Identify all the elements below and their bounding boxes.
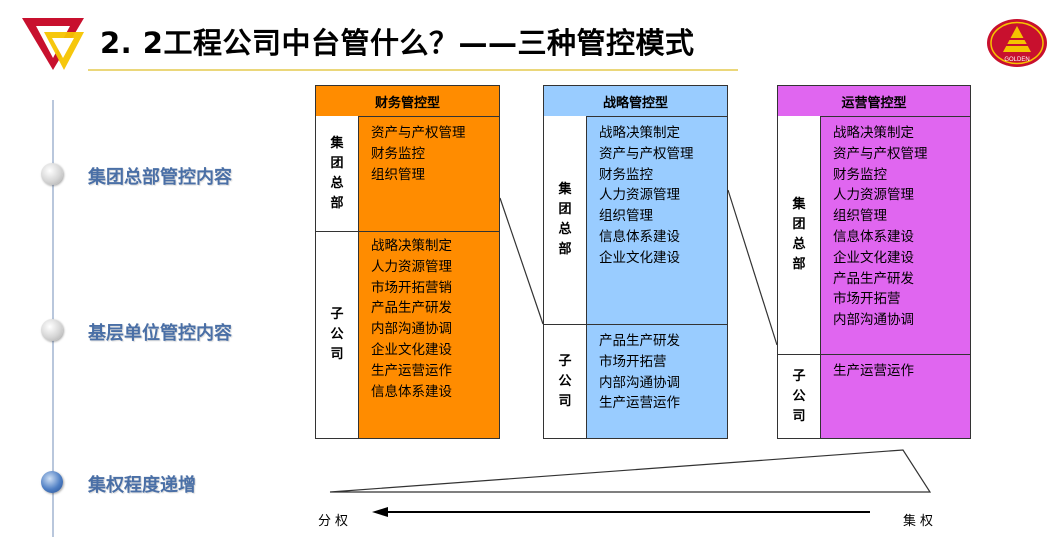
panel-title: 运营管控型 xyxy=(778,86,970,117)
axis-label-centralized: 集权 xyxy=(903,514,938,529)
panel-title: 战略管控型 xyxy=(544,86,727,117)
hq-items: 战略决策制定 资产与产权管理 财务监控 人力资源管理 组织管理 信息体系建设 企… xyxy=(599,123,694,269)
list-item: 企业文化建设 xyxy=(833,249,914,266)
timeline-label-centralization: 集权程度递增 xyxy=(88,475,196,496)
list-item: 产品生产研发 xyxy=(599,333,680,349)
timeline-dot-1 xyxy=(41,163,63,185)
company-logo-icon xyxy=(22,18,84,70)
list-item: 人力资源管理 xyxy=(833,187,914,204)
subsidiary-label: 子公司 xyxy=(316,232,359,438)
golden-logo: GOLDEN xyxy=(986,18,1048,68)
title-underline xyxy=(88,69,738,71)
list-item: 组织管理 xyxy=(371,166,425,183)
divider xyxy=(544,324,727,325)
hq-label: 集团总部 xyxy=(316,116,359,231)
list-item: 战略决策制定 xyxy=(371,238,452,254)
subsidiary-items: 生产运营运作 xyxy=(833,361,914,382)
list-item: 产品生产研发 xyxy=(833,270,914,287)
page-title: 2. 2工程公司中台管什么？——三种管控模式 xyxy=(100,26,695,60)
list-item: 战略决策制定 xyxy=(599,125,680,141)
golden-logo-text: GOLDEN xyxy=(1004,57,1029,63)
connector-line-2 xyxy=(727,189,778,346)
panel-operational-control: 运营管控型 集团总部 子公司 战略决策制定 资产与产权管理 财务监控 人力资源管… xyxy=(777,85,971,439)
hq-items: 资产与产权管理 财务监控 组织管理 xyxy=(371,123,466,185)
hq-label: 集团总部 xyxy=(544,116,587,324)
hq-label: 集团总部 xyxy=(778,116,821,354)
list-item: 市场开拓营销 xyxy=(371,279,452,296)
panel-financial-control: 财务管控型 集团总部 子公司 资产与产权管理 财务监控 组织管理 战略决策制定 … xyxy=(315,85,500,439)
list-item: 内部沟通协调 xyxy=(599,374,680,391)
list-item: 产品生产研发 xyxy=(371,300,452,317)
subsidiary-label: 子公司 xyxy=(778,355,821,438)
timeline-dot-2 xyxy=(41,319,63,341)
list-item: 生产运营运作 xyxy=(599,395,680,412)
panel-strategic-control: 战略管控型 集团总部 子公司 战略决策制定 资产与产权管理 财务监控 人力资源管… xyxy=(543,85,728,439)
axis-label-decentralized: 分权 xyxy=(318,514,353,529)
list-item: 信息体系建设 xyxy=(599,228,680,245)
list-item: 信息体系建设 xyxy=(371,383,452,400)
list-item: 财务监控 xyxy=(371,145,425,162)
hq-items: 战略决策制定 资产与产权管理 财务监控 人力资源管理 组织管理 信息体系建设 企… xyxy=(833,123,928,331)
list-item: 战略决策制定 xyxy=(833,125,914,141)
list-item: 内部沟通协调 xyxy=(833,312,914,329)
list-item: 企业文化建设 xyxy=(371,341,452,358)
list-item: 市场开拓营 xyxy=(833,291,901,308)
list-item: 资产与产权管理 xyxy=(599,145,694,162)
list-item: 信息体系建设 xyxy=(833,228,914,245)
list-item: 人力资源管理 xyxy=(371,258,452,275)
list-item: 内部沟通协调 xyxy=(371,321,452,338)
list-item: 人力资源管理 xyxy=(599,187,680,204)
divider xyxy=(316,231,499,232)
list-item: 生产运营运作 xyxy=(833,363,914,379)
subsidiary-items: 产品生产研发 市场开拓营 内部沟通协调 生产运营运作 xyxy=(599,331,680,414)
list-item: 财务监控 xyxy=(833,166,887,183)
golden-logo-icon: GOLDEN xyxy=(987,19,1047,67)
subsidiary-items: 战略决策制定 人力资源管理 市场开拓营销 产品生产研发 内部沟通协调 企业文化建… xyxy=(371,236,452,402)
list-item: 市场开拓营 xyxy=(599,353,667,370)
list-item: 财务监控 xyxy=(599,166,653,183)
divider xyxy=(778,354,970,355)
timeline-dot-3 xyxy=(41,471,63,493)
timeline-line xyxy=(52,100,54,537)
timeline-label-base: 基层单位管控内容 xyxy=(88,323,232,344)
list-item: 资产与产权管理 xyxy=(833,145,928,162)
list-item: 企业文化建设 xyxy=(599,249,680,266)
list-item: 生产运营运作 xyxy=(371,362,452,379)
list-item: 组织管理 xyxy=(833,208,887,225)
panel-title: 财务管控型 xyxy=(316,86,499,117)
subsidiary-label: 子公司 xyxy=(544,325,587,438)
connector-line-1 xyxy=(499,197,544,325)
list-item: 资产与产权管理 xyxy=(371,125,466,141)
timeline-label-hq: 集团总部管控内容 xyxy=(88,167,232,188)
arrow-head-icon xyxy=(372,507,388,517)
list-item: 组织管理 xyxy=(599,208,653,225)
centralization-wedge xyxy=(329,449,932,493)
